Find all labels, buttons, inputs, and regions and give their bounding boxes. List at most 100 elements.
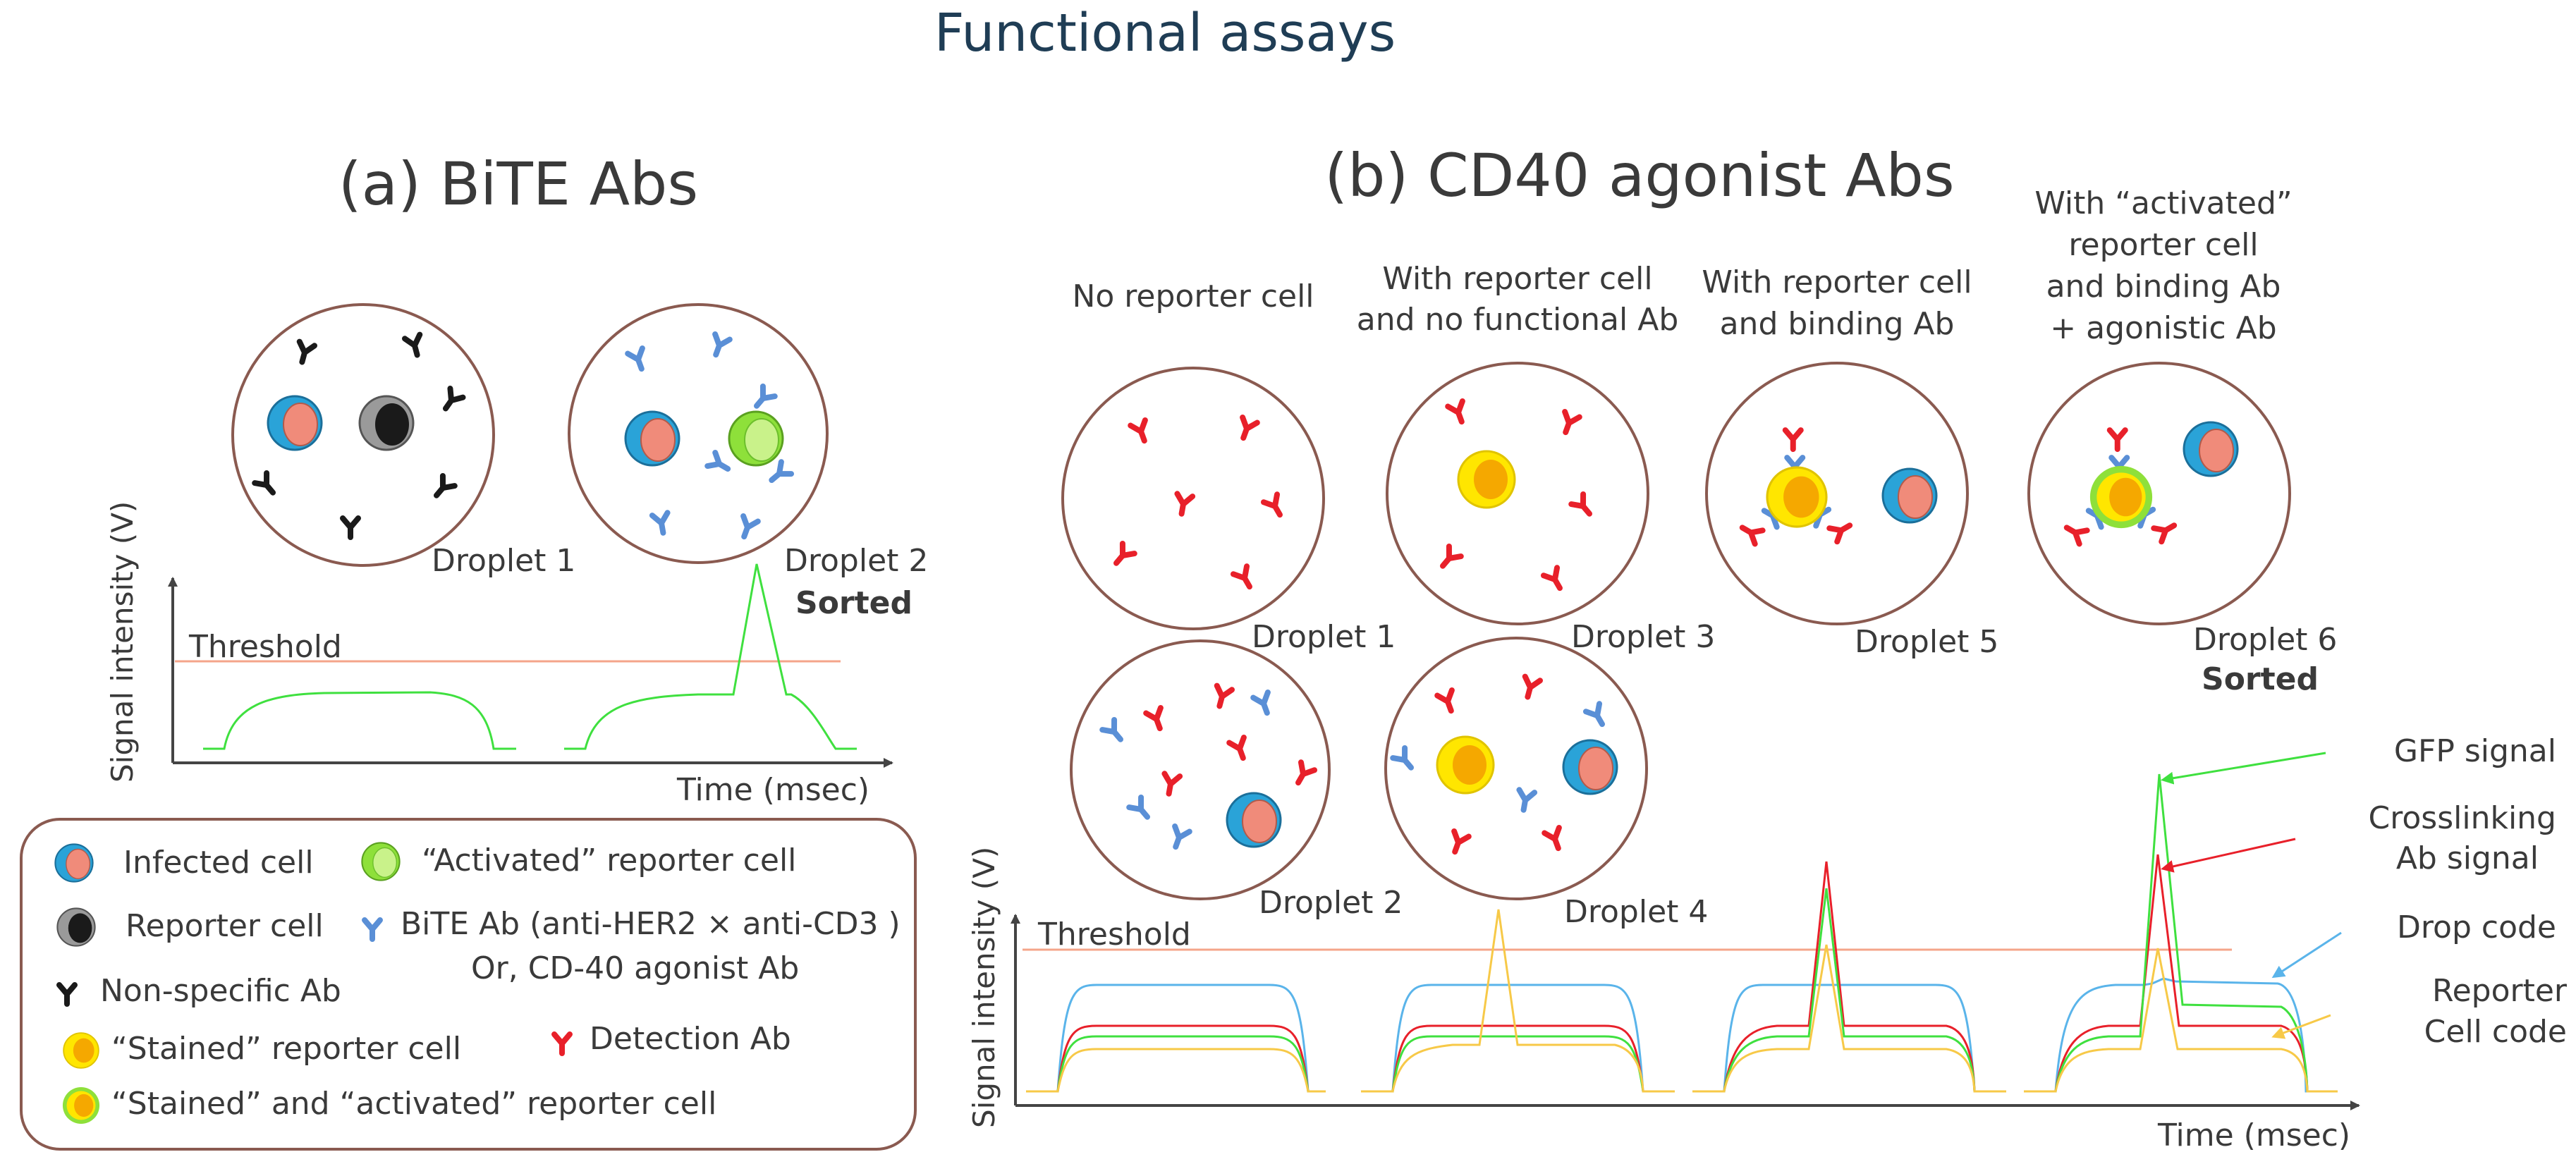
stained-reporter-icon [1457,450,1516,509]
bite-ab-icon [769,459,795,483]
droplet-label: Droplet 6 [2193,622,2337,658]
legend-label: Or, CD-40 agonist Ab [471,950,799,986]
detection-ab-icon [1143,705,1164,732]
detection-ab-icon [551,1031,573,1056]
signal-curve [1026,984,1326,1093]
panel-b-title: (b) CD40 agonist Abs [1324,141,1954,210]
detection-ab-icon [1562,409,1582,436]
detection-ab-icon [1226,735,1247,761]
detection-ab-icon [1161,771,1183,797]
detection-ab-icon [2151,522,2178,545]
bite-ab-icon [1099,716,1123,742]
signal-curve-peak [1692,888,2006,1093]
bite-ab-icon [649,510,671,536]
bite-ab-icon [1516,787,1538,813]
bite-ab-icon [1126,794,1150,820]
scenario-caption: and binding Ab [2046,269,2281,305]
legend: Infected cell “Activated” reporter cell … [20,818,917,1151]
stained-reporter-icon [63,1032,99,1069]
detection-ab-icon [1542,825,1562,852]
nonspecific-ab-icon [252,470,276,496]
infected-cell-icon [54,843,94,883]
detection-ab-icon [1214,682,1235,709]
detection-ab-icon [1782,427,1804,453]
nonspecific-ab-icon [340,515,361,540]
signal-curve-peak [1692,944,2006,1093]
figure-title: Functional assays [934,3,1396,63]
gfp-label: GFP signal [2394,733,2556,769]
droplet-label: Droplet 2 [1259,885,1403,921]
scenario-caption: No reporter cell [1072,278,1314,314]
panel-a-title: (a) BiTE Abs [338,149,698,219]
detection-ab-icon [1113,540,1137,566]
stained-activated-reporter-icon [2089,465,2153,529]
legend-box [20,818,917,1151]
scenario-captions: No reporter cell With reporter cell and … [1072,185,2292,346]
reporter-code-arrow [2271,1014,2331,1039]
legend-label: “Stained” and “activated” reporter cell [111,1086,716,1122]
stained-reporter-icon [1766,466,1828,528]
reporter-code-label: Reporter [2432,973,2568,1009]
legend-label: “Activated” reporter cell [422,843,796,878]
signal-labels: GFP signal Crosslinking Ab signal Drop c… [2369,733,2568,1050]
nonspecific-ab-icon [402,331,423,358]
reporter-cell-icon [358,395,415,451]
droplet-b3 [1386,362,1649,625]
threshold-label: Threshold [188,629,342,665]
drop-code-label: Drop code [2397,909,2556,945]
signal-curve [1026,1035,1326,1093]
scenario-caption: With reporter cell [1702,264,1972,300]
detection-ab-icon [1451,828,1472,855]
drop-code-arrow [2271,931,2342,979]
signal-curve [1361,984,1661,1093]
droplet-label: Droplet 1 [1252,619,1396,655]
detection-ab-icon [1240,415,1260,441]
bite-ab-icon [1582,701,1605,728]
droplet-labels: Droplet 1 Droplet 2 Sorted Droplet 1 Dro… [432,543,2337,930]
activated-reporter-icon [728,410,784,467]
bite-ab-icon [1250,690,1271,716]
sorted-label: Sorted [795,585,912,621]
signal-curve [1026,1024,1326,1093]
detection-ab-icon [1739,525,1766,547]
gfp-arrow [2161,752,2326,785]
stained-reporter-icon [1436,735,1495,795]
y-axis-label: Signal intensity (V) [105,501,140,783]
signal-curve-peak [2024,854,2338,1093]
x-axis-label: Time (msec) [2157,1117,2350,1153]
bite-ab-icon [1172,823,1192,850]
signal-curves [1026,773,2338,1093]
legend-label: “Stained” reporter cell [111,1031,461,1067]
droplet-a2 [568,303,829,564]
sorted-label: Sorted [2202,661,2319,697]
scenario-caption: reporter cell [2068,227,2258,263]
signal-curve [203,691,516,750]
signal-curve-peak [1361,909,1675,1093]
bite-ab-icon [754,383,778,409]
crosslinking-label: Ab signal [2396,840,2539,876]
droplet-label: Droplet 5 [1855,624,1998,660]
infected-cell-icon [1562,739,1618,795]
detection-ab-icon [1260,491,1283,518]
nonspecific-ab-icon [442,386,466,412]
stained-activated-reporter-icon [62,1086,100,1125]
legend-label: BiTE Ab (anti-HER2 × anti-CD3 ) [401,906,901,942]
detection-ab-icon [1128,417,1148,444]
droplet-contents [252,331,2239,855]
signal-curve [1026,1048,1326,1093]
infected-cell-icon [267,395,323,451]
signal-curve-peak [2024,948,2338,1093]
bite-ab-icon [625,345,645,372]
threshold-label: Threshold [1037,917,1191,952]
antibody-cell-complex [2063,427,2178,547]
nonspecific-ab-icon [296,338,317,365]
signal-curve-sorted [564,563,857,750]
detection-ab-icon [1440,543,1464,569]
signal-curve [1692,984,1992,1093]
droplet-label: Droplet 1 [432,543,575,579]
legend-labels: Infected cell “Activated” reporter cell … [100,843,901,1122]
scenario-caption: With reporter cell [1382,261,1652,297]
bite-ab-icon [704,449,731,472]
